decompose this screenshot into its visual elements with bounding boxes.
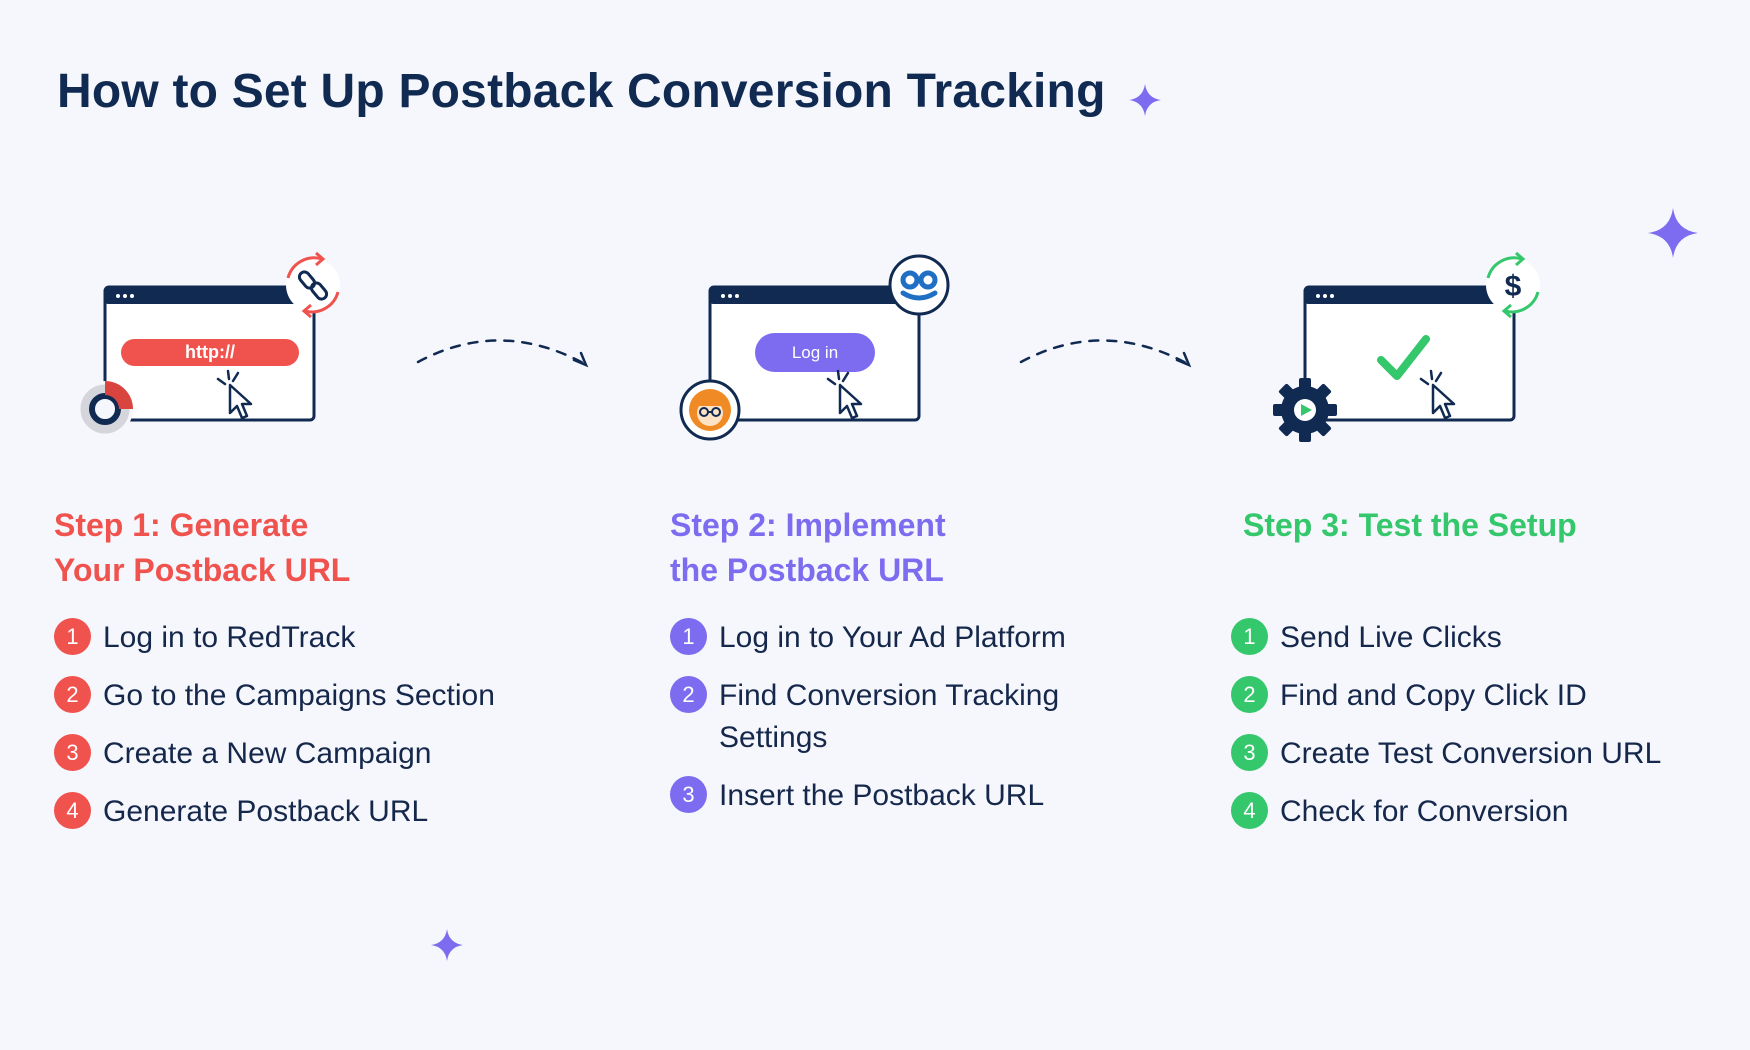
dashed-arrow-icon	[416, 339, 589, 368]
implement-url-illustration: Log in	[679, 254, 950, 441]
sparkle-icon	[1647, 207, 1699, 259]
step-number-badge: 2	[1231, 676, 1268, 713]
step-1-title: Step 1: Generate Your Postback URL	[54, 507, 351, 588]
step-number-badge: 1	[670, 618, 707, 655]
step-number-badge: 2	[54, 676, 91, 713]
dashed-arrow-icon	[1019, 339, 1192, 368]
checkmark-icon	[1377, 335, 1430, 380]
step-3-title: Step 3: Test the Setup	[1243, 507, 1577, 543]
login-button-text: Log in	[792, 343, 838, 362]
cursor-icon	[1419, 369, 1456, 420]
step-number-badge: 2	[670, 676, 707, 713]
step-2-title: Step 2: Implement the Postback URL	[670, 507, 946, 588]
dollar-refresh-icon: $	[1486, 251, 1540, 319]
step-number-badge: 1	[54, 618, 91, 655]
page-title: How to Set Up Postback Conversion Tracki…	[57, 65, 1106, 118]
ad-platform-logo-icon	[888, 254, 950, 316]
sparkle-icon	[1128, 83, 1162, 117]
url-bar-text: http://	[185, 342, 235, 362]
url-bar	[121, 339, 299, 366]
step-number-badge: 3	[1231, 734, 1268, 771]
cursor-icon	[216, 369, 253, 420]
redtrack-logo-icon	[77, 381, 133, 437]
test-setup-illustration: $	[1273, 251, 1540, 442]
generate-url-illustration: http://	[77, 251, 340, 437]
step-number-badge: 1	[1231, 618, 1268, 655]
step-number-badge: 3	[54, 734, 91, 771]
step-number-badge: 3	[670, 776, 707, 813]
svg-text:$: $	[1505, 270, 1522, 303]
cursor-icon	[826, 369, 863, 420]
step-number-badge: 4	[1231, 792, 1268, 829]
login-button-graphic	[755, 333, 875, 372]
step-number-badge: 4	[54, 792, 91, 829]
ad-platform-face-icon	[679, 379, 741, 441]
gear-play-icon	[1273, 378, 1337, 442]
refresh-link-icon	[286, 251, 340, 319]
sparkle-icon	[430, 928, 464, 962]
